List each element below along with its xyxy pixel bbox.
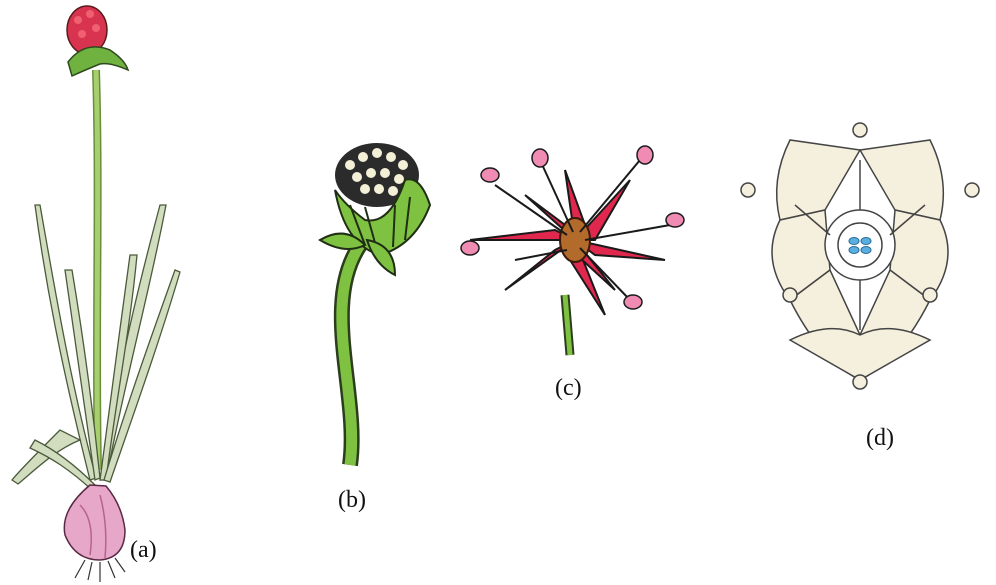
caption-a: (a) (130, 537, 157, 564)
plant-illustration (0, 0, 200, 585)
flower-head-illustration (67, 6, 128, 76)
caption-b: (b) (338, 487, 366, 514)
bulb-illustration (64, 485, 125, 582)
caption-d: (d) (866, 425, 894, 452)
floral-diagram (730, 120, 990, 395)
inflorescence-bud-illustration (305, 135, 455, 475)
open-flower-illustration (455, 140, 695, 360)
caption-c: (c) (555, 375, 582, 402)
